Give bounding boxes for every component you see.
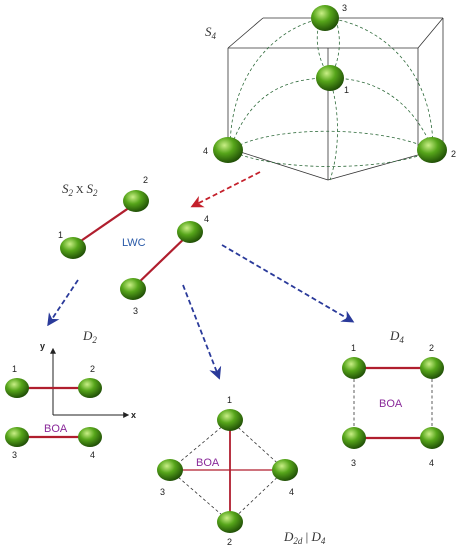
atom-d4-1 [342,357,366,379]
s4-cube-group: S4 3 1 4 2 [203,3,456,181]
atom-d2d-4 [272,459,298,481]
atom-d4-2 [420,357,444,379]
num-d2-4: 4 [90,450,95,460]
atom-d2-2 [78,378,102,398]
num-s2-2: 2 [143,175,148,185]
d4-label: D4 [389,328,404,345]
axis-x-label: x [131,410,136,420]
num-d4-1: 1 [351,343,356,353]
atom-d2d-3 [157,459,183,481]
atom-s2-3 [120,278,146,300]
num-d2d-1: 1 [227,395,232,405]
d2d-label: D2d | D4 [283,529,326,546]
boa-label-d4: BOA [379,398,403,410]
bond-s2-12 [74,202,137,246]
num-d2d-4: 4 [289,487,294,497]
num-d2-2: 2 [90,364,95,374]
num-s4-2: 2 [451,149,456,159]
num-d4-2: 2 [429,343,434,353]
atom-s2-4 [177,221,203,243]
s2xs2-group: S2 X S2 2 1 4 3 LWC [58,175,209,316]
atom-s4-1 [316,65,344,91]
num-d2d-2: 2 [227,537,232,547]
num-d4-4: 4 [429,458,434,468]
atom-d2d-2 [217,511,243,533]
cube-frame [227,17,444,181]
s2xs2-label: S2 X S2 [62,181,98,198]
num-s2-3: 3 [133,306,138,316]
dashed-circles [229,17,434,181]
num-d4-3: 3 [351,458,356,468]
atom-d2-1 [5,378,29,398]
num-s2-4: 4 [204,214,209,224]
s4-label: S4 [205,24,217,41]
num-d2-3: 3 [12,450,17,460]
num-s4-4: 4 [203,146,208,156]
atom-s4-2 [417,137,447,163]
atom-d2-4 [78,427,102,447]
atom-d4-4 [420,427,444,449]
num-d2-1: 1 [12,364,17,374]
bond-s2-43 [132,232,191,289]
boa-label-d2d: BOA [196,457,220,469]
num-s4-1: 1 [344,85,349,95]
d4-group: D4 1 2 3 4 BOA [342,328,444,468]
boa-label-d2: BOA [44,423,68,435]
num-s2-1: 1 [58,230,63,240]
atom-d2d-1 [217,409,243,431]
d2d-group: 1 3 4 2 BOA D2d | D4 [157,395,326,547]
atom-s2-2 [123,190,149,212]
arrow-to-d2 [47,279,79,327]
atom-s4-3 [311,5,339,31]
atom-s4-4 [213,137,243,163]
num-s4-3: 3 [342,3,347,13]
arrow-to-d2d [182,284,222,380]
axis-y-label: y [40,341,45,351]
lwc-label: LWC [122,237,146,249]
d2-label: D2 [82,328,97,345]
atom-d2-3 [5,427,29,447]
atom-d4-3 [342,427,366,449]
num-d2d-3: 3 [160,487,165,497]
arrow-to-d4 [221,244,355,323]
atom-s2-1 [60,237,86,259]
d2-group: D2 y x 1 2 3 4 BOA [5,328,136,460]
arrow-s4-to-s2xs2 [190,171,261,208]
